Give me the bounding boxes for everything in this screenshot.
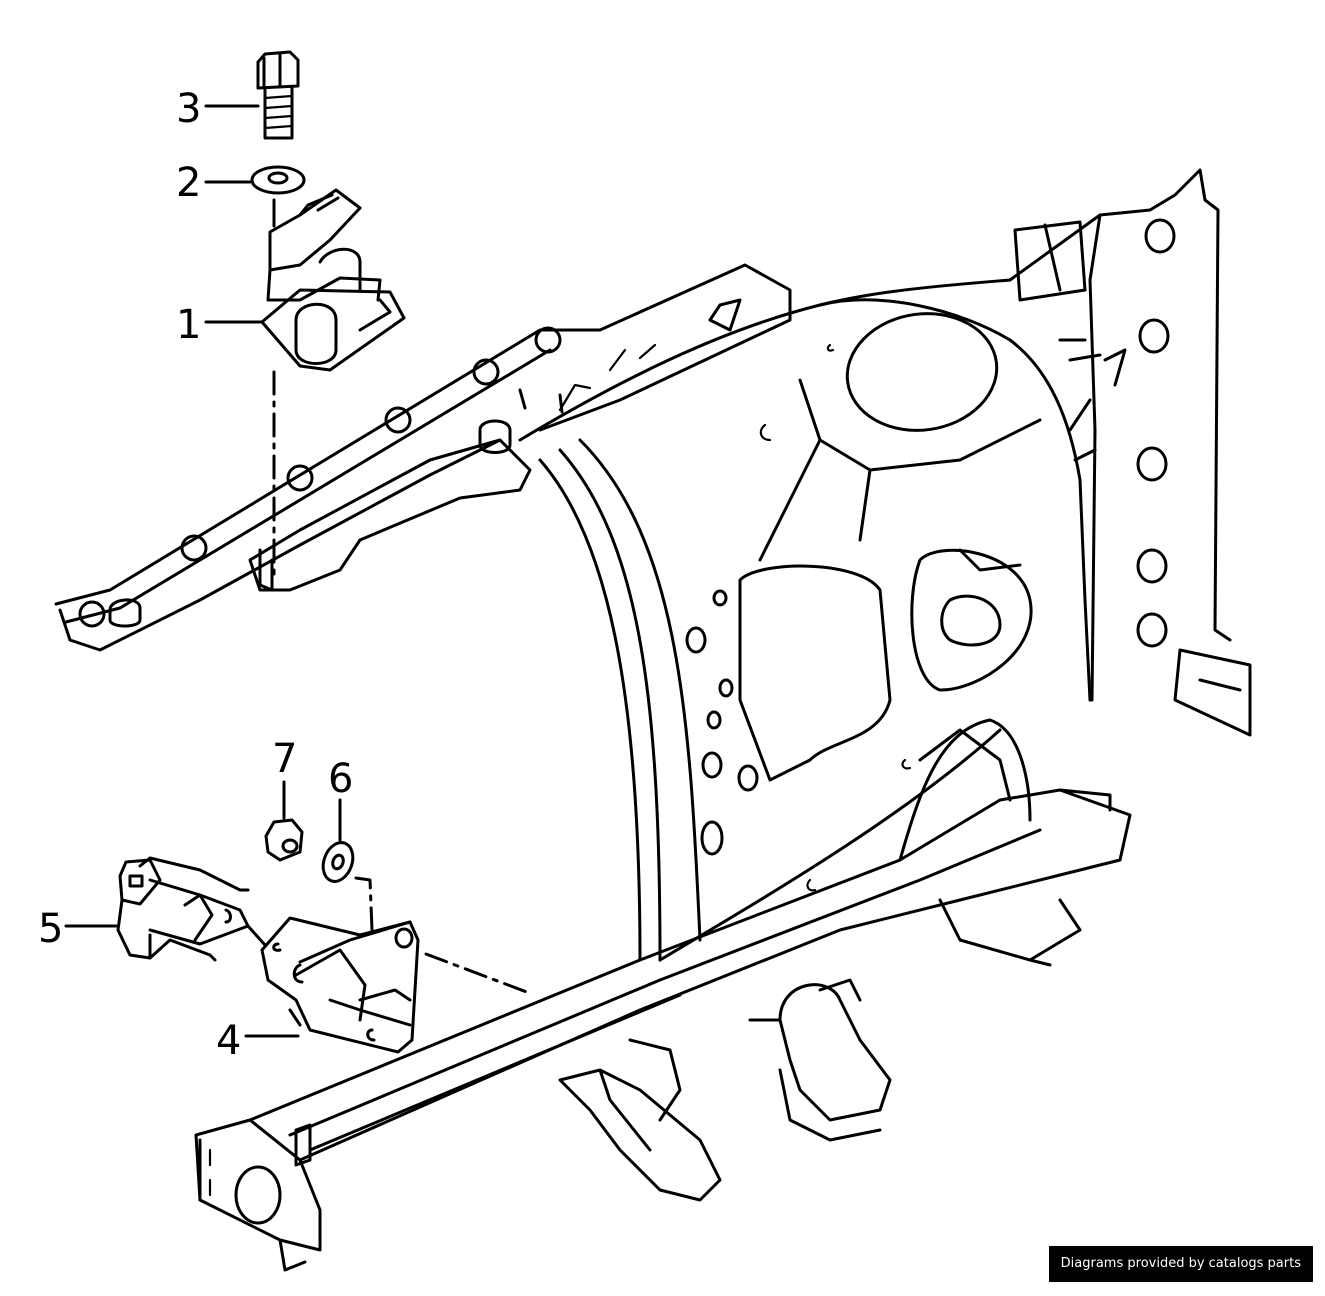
callout-number-6: 6 (328, 756, 353, 802)
callout-number-1: 1 (176, 302, 201, 348)
axis-line-nut (354, 876, 374, 932)
callout-number-2: 2 (176, 160, 201, 206)
callout-number-3: 3 (176, 86, 201, 132)
lower-longitudinal-member (194, 718, 1132, 1272)
washer-drawing-6 (321, 841, 355, 883)
side-panel-right (1008, 168, 1252, 737)
nut-drawing (264, 818, 304, 862)
diagram-credit-badge: Diagrams provided by catalogs parts (1048, 1246, 1313, 1282)
axis-line-bracket (424, 952, 534, 996)
wheel-arch-panel (518, 278, 1092, 962)
clip-drawing (116, 856, 267, 962)
bracket-drawing (260, 188, 406, 372)
callout-number-4: 4 (216, 1018, 241, 1064)
callout-number-5: 5 (38, 906, 63, 952)
bolt-drawing (256, 50, 300, 140)
washer-drawing-2 (250, 165, 306, 195)
upper-rail (54, 263, 792, 652)
callout-number-7: 7 (272, 736, 297, 782)
mounting-bracket-drawing (260, 916, 420, 1054)
